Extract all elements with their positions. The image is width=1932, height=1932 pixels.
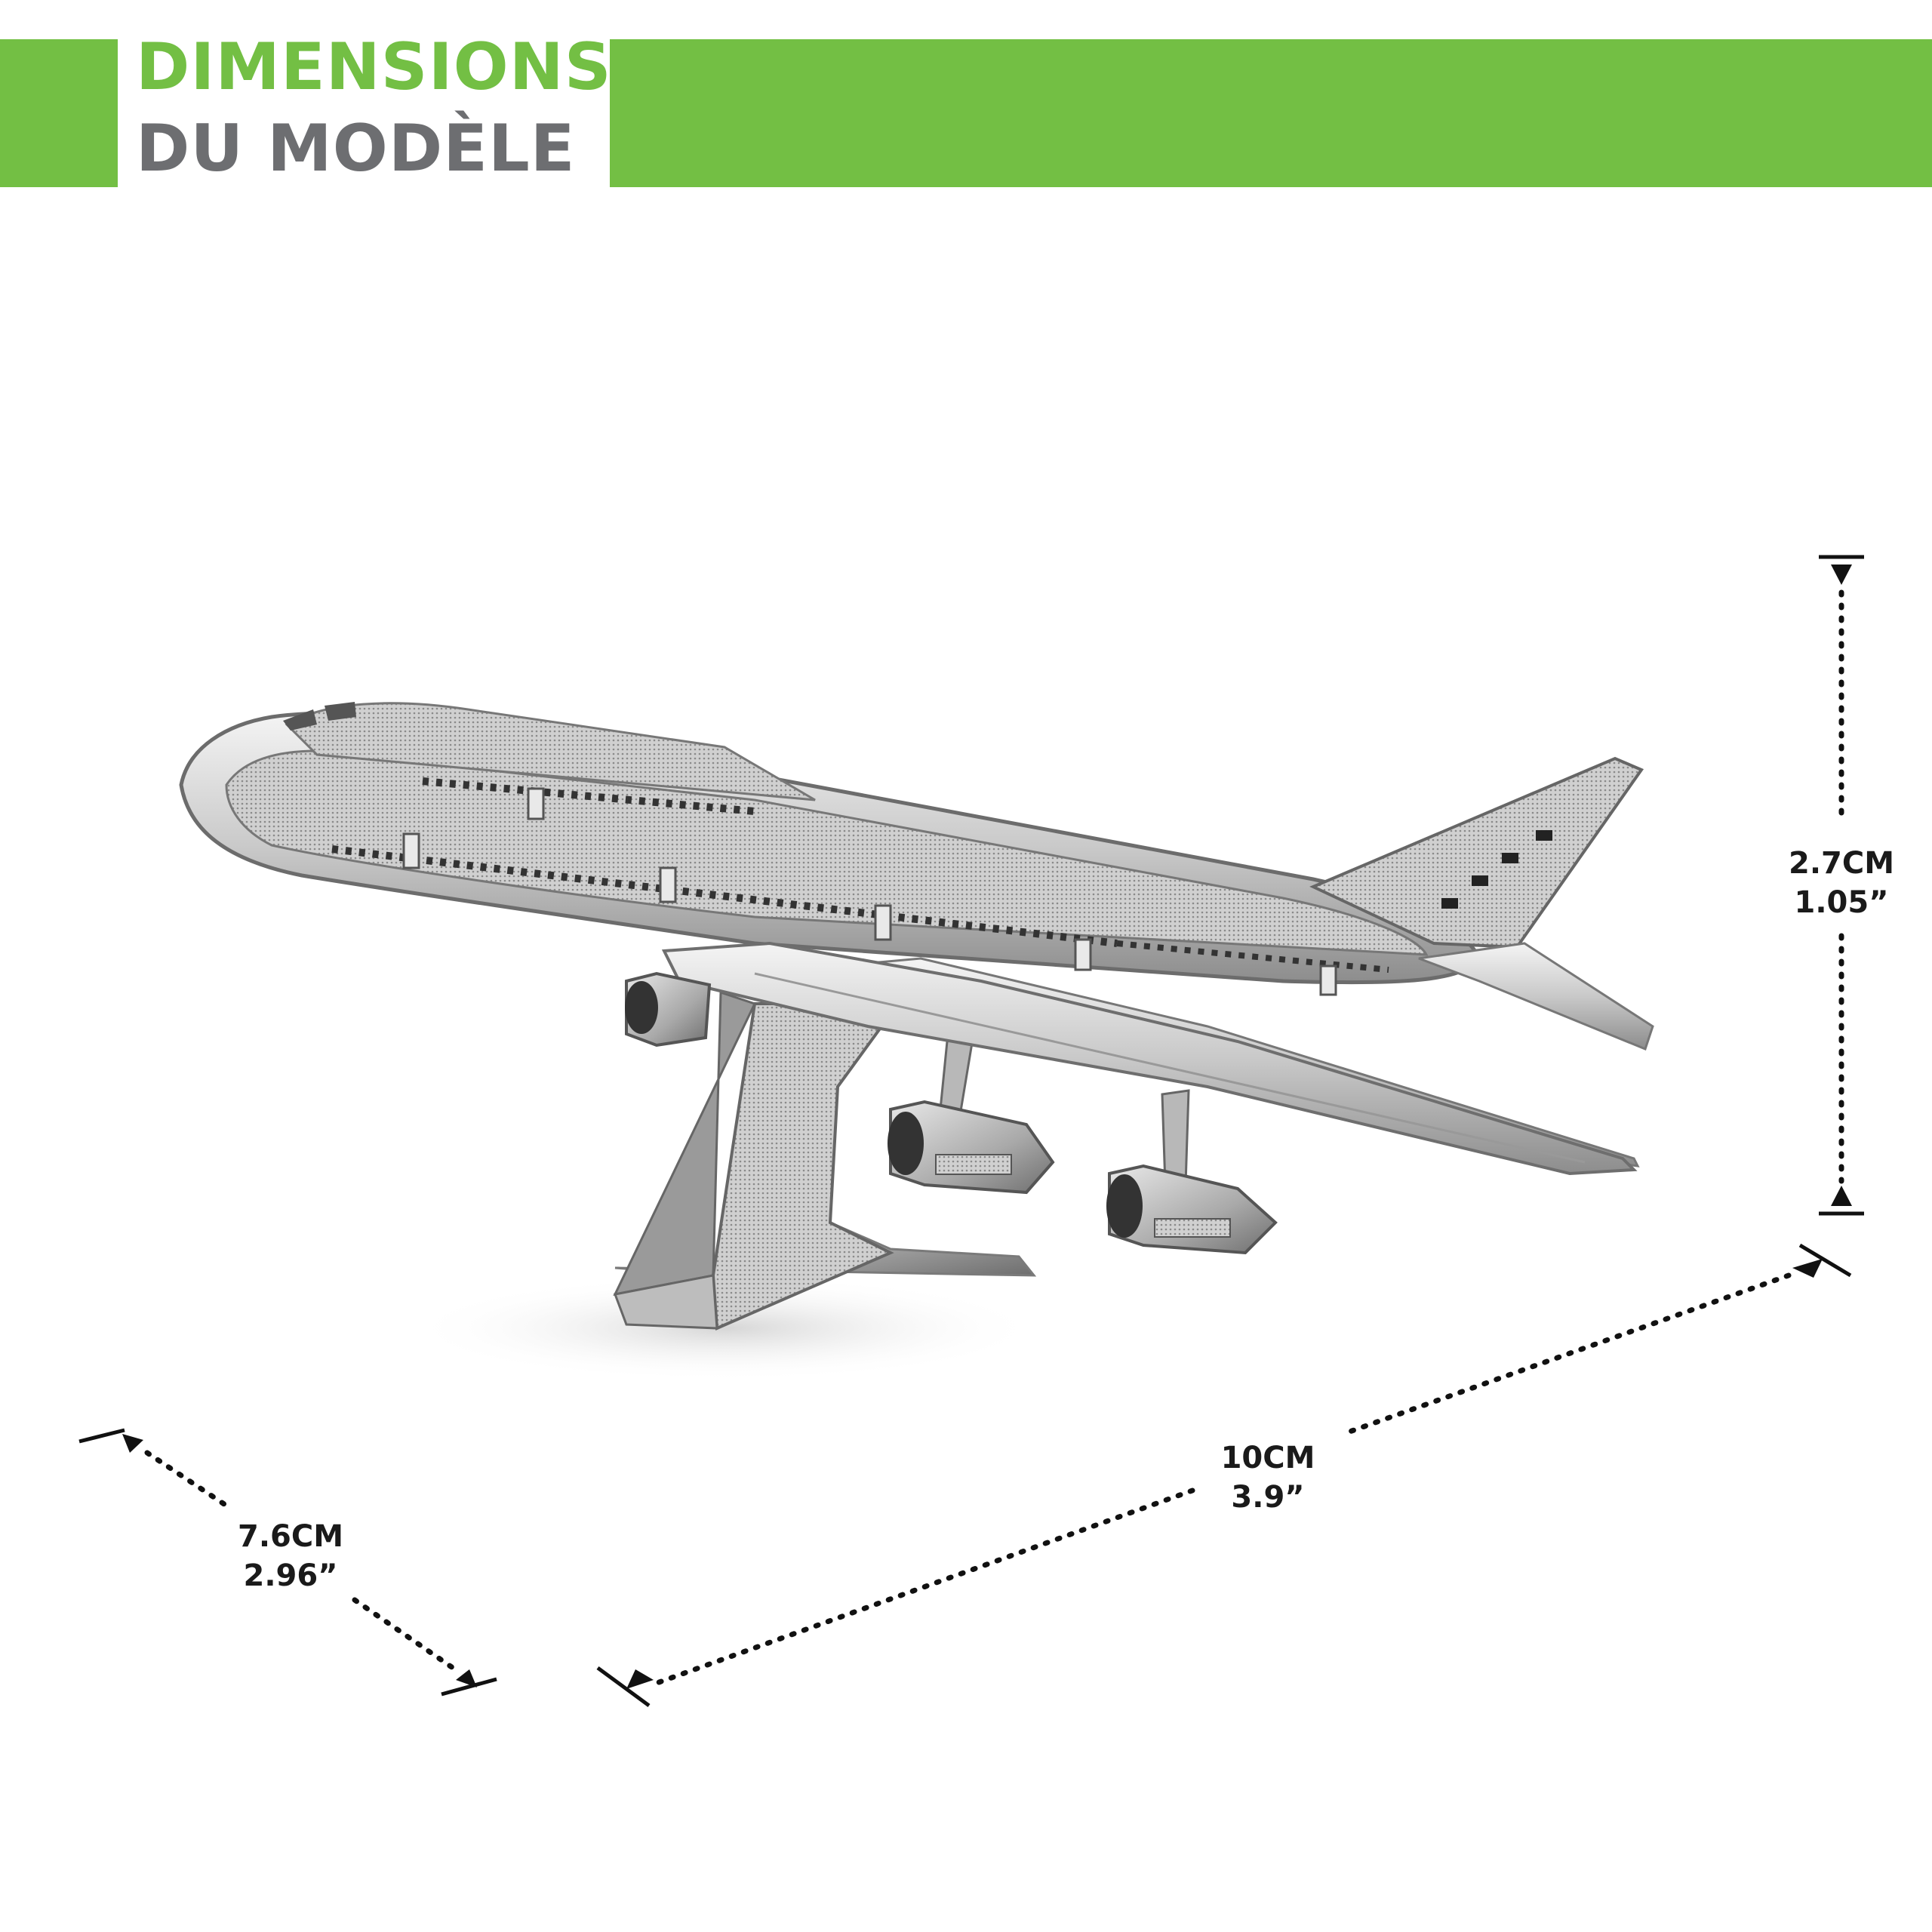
header-title-line-2: DU MODÈLE [136, 111, 576, 186]
length-dimension-line [596, 1243, 1852, 1708]
height-metric: 2.7CM [1788, 846, 1895, 881]
engine-outer-near [1106, 1164, 1278, 1255]
header-band-left [0, 39, 118, 187]
engine-inner-near [888, 1100, 1055, 1195]
depth-metric: 7.6CM [237, 1519, 344, 1554]
depth-dimension-line [78, 1428, 497, 1697]
length-dimension-label: 10CM 3.9” [1221, 1438, 1315, 1517]
engine-inner-far [625, 971, 712, 1048]
length-metric: 10CM [1220, 1441, 1315, 1475]
display-stand [613, 990, 1037, 1331]
height-imperial: 1.05” [1794, 885, 1889, 920]
header-title-box [118, 30, 610, 196]
floor-shadow [408, 1275, 1041, 1381]
height-dimension-line [1819, 555, 1864, 1216]
horizontal-stabilizer [1418, 942, 1654, 1051]
near-wing [661, 941, 1638, 1176]
tail-fin [1309, 756, 1644, 949]
height-dimension-label: 2.7CM 1.05” [1789, 844, 1894, 922]
depth-dimension-label: 7.6CM 2.96” [238, 1517, 343, 1595]
depth-imperial: 2.96” [243, 1558, 338, 1593]
header-title-line-1: DIMENSIONS [136, 29, 612, 105]
length-imperial: 3.9” [1231, 1480, 1305, 1515]
header-band-right [610, 39, 1932, 187]
fuselage [179, 702, 1481, 996]
